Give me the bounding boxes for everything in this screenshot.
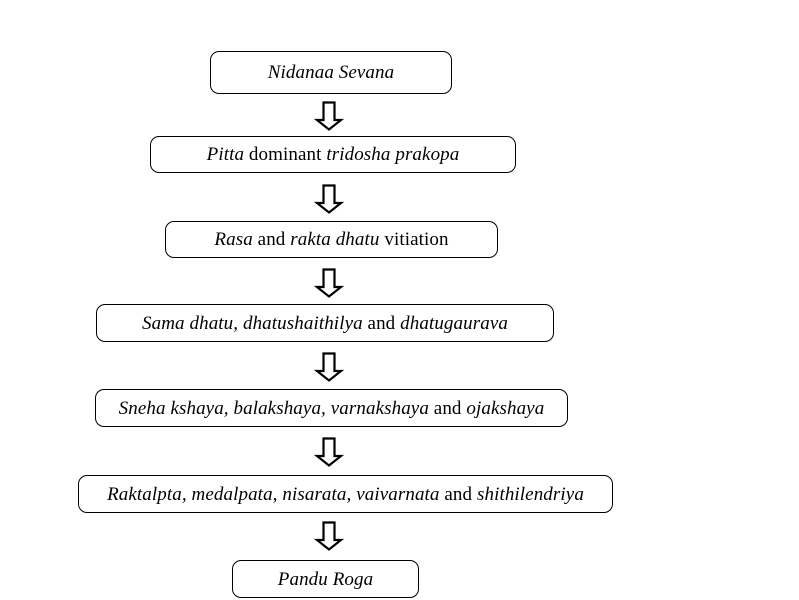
- flowchart-node-2: Pitta dominant tridosha prakopa: [150, 136, 516, 173]
- down-arrow-icon: [314, 521, 344, 551]
- flowchart-node-1: Nidanaa Sevana: [210, 51, 452, 94]
- flowchart-node-3: Rasa and rakta dhatu vitiation: [165, 221, 498, 258]
- flowchart-node-4-label: Sama dhatu, dhatushaithilya and dhatugau…: [142, 312, 508, 334]
- flowchart-node-5: Sneha kshaya, balakshaya, varnakshaya an…: [95, 389, 568, 427]
- flowchart-node-5-label: Sneha kshaya, balakshaya, varnakshaya an…: [118, 397, 545, 419]
- flowchart-node-2-label: Pitta dominant tridosha prakopa: [206, 144, 460, 165]
- flowchart-node-4: Sama dhatu, dhatushaithilya and dhatugau…: [96, 304, 554, 342]
- flowchart-node-1-label: Nidanaa Sevana: [267, 62, 395, 83]
- flowchart-node-3-label: Rasa and rakta dhatu vitiation: [214, 229, 449, 250]
- down-arrow-icon: [314, 352, 344, 382]
- down-arrow-icon: [314, 184, 344, 214]
- flowchart-node-7-label: Pandu Roga: [277, 568, 374, 590]
- flowchart-node-7: Pandu Roga: [232, 560, 419, 598]
- down-arrow-icon: [314, 101, 344, 131]
- down-arrow-icon: [314, 437, 344, 467]
- flowchart-node-6: Raktalpta, medalpata, nisarata, vaivarna…: [78, 475, 613, 513]
- flowchart-node-6-label: Raktalpta, medalpata, nisarata, vaivarna…: [107, 483, 584, 505]
- down-arrow-icon: [314, 268, 344, 298]
